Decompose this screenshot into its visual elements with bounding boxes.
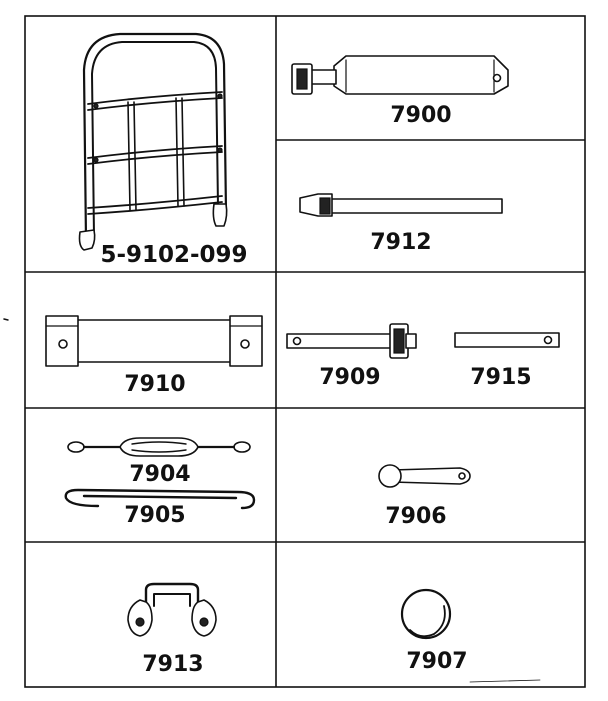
- rack-foot-right: [212, 203, 228, 227]
- strap-7900-tongue: [309, 69, 337, 85]
- strap-7909-illustration: [286, 323, 417, 359]
- plate-7910-body: [55, 319, 253, 363]
- ring-7907-outer: [400, 588, 452, 640]
- part-number-7910: 7910: [124, 372, 185, 397]
- part-number-frame: 5-9102-099: [100, 242, 247, 268]
- knob-7906-arm-hole: [458, 472, 466, 480]
- parts-grid: [3, 15, 586, 688]
- strap-7900-illustration: [291, 55, 509, 95]
- part-number-7912: 7912: [370, 230, 431, 255]
- bracket-7913-top: [144, 582, 200, 606]
- knob-7906-arm: [391, 467, 471, 485]
- turnbuckle-7904-illustration: [67, 437, 251, 457]
- turnbuckle-7904-thread: [131, 441, 187, 445]
- hook-7905-wire: [64, 488, 256, 510]
- scan-mark: [3, 318, 9, 321]
- turnbuckle-7904-eye-left: [67, 441, 85, 453]
- outer-border: [24, 15, 586, 688]
- rack-outer-tube: [82, 32, 228, 242]
- rack-slat: [175, 97, 179, 207]
- ring-7907-illustration: [400, 588, 452, 640]
- rack-inner-tube: [91, 41, 219, 237]
- strap-7909-hole: [292, 336, 302, 346]
- rack-rivet: [217, 147, 223, 153]
- plate-7910-hole-right: [240, 339, 250, 349]
- part-number-7907: 7907: [406, 649, 467, 674]
- strap-7912-loop-shadow: [319, 197, 331, 215]
- scan-mark: [469, 679, 541, 683]
- knob-7906-illustration: [378, 464, 471, 488]
- strap-7900-buckle-slot: [296, 68, 308, 90]
- rack-rivet: [93, 103, 99, 109]
- hook-7905-wire-inner: [82, 494, 238, 500]
- knob-7906-head: [378, 464, 402, 488]
- ring-7907-inner-edge: [409, 605, 446, 638]
- rack-band-bottom: [87, 195, 223, 209]
- strap-7909-body: [286, 333, 392, 349]
- strap-7900-pad: [333, 55, 509, 95]
- rack-band-bottom-edge: [87, 201, 223, 215]
- rack-slat: [133, 101, 137, 211]
- bracket-7913-hole-left: [135, 617, 145, 627]
- strap-7915-hole: [543, 335, 553, 345]
- turnbuckle-7904-eye-right: [233, 441, 251, 453]
- part-number-7905: 7905: [124, 503, 185, 528]
- part-number-7909: 7909: [319, 365, 380, 390]
- rack-band-top: [87, 91, 223, 105]
- part-number-7915: 7915: [470, 365, 531, 390]
- part-number-7906: 7906: [385, 504, 446, 529]
- strap-7900-hole: [492, 73, 502, 83]
- strap-7912-body: [317, 198, 503, 214]
- plate-7910-hole-left: [58, 339, 68, 349]
- strap-7909-tail: [405, 333, 417, 349]
- strap-7915-illustration: [454, 332, 560, 348]
- bracket-7913-illustration: [127, 582, 217, 637]
- bracket-7913-inner: [153, 593, 191, 607]
- hook-7905-illustration: [64, 488, 256, 510]
- strap-7915-body: [454, 332, 560, 348]
- rack-band-middle-edge: [87, 151, 223, 165]
- turnbuckle-7904-thread: [131, 449, 187, 453]
- rack-band-top-edge: [87, 97, 223, 111]
- rack-slat: [181, 97, 185, 207]
- rack-band-middle: [87, 145, 223, 159]
- rack-rivet: [93, 157, 99, 163]
- rack-rivet: [217, 93, 223, 99]
- part-number-7904: 7904: [129, 462, 190, 487]
- part-number-7900: 7900: [390, 103, 451, 128]
- rack-slat: [127, 101, 131, 211]
- plate-7910-illustration: [45, 315, 263, 367]
- rack-frame-illustration: [78, 32, 228, 251]
- rack-foot-left: [78, 229, 96, 251]
- turnbuckle-7904-body: [119, 437, 199, 457]
- strap-7909-buckle-slot: [393, 328, 405, 354]
- bracket-7913-hole-right: [199, 617, 209, 627]
- part-number-7913: 7913: [142, 652, 203, 677]
- strap-7912-illustration: [299, 193, 503, 217]
